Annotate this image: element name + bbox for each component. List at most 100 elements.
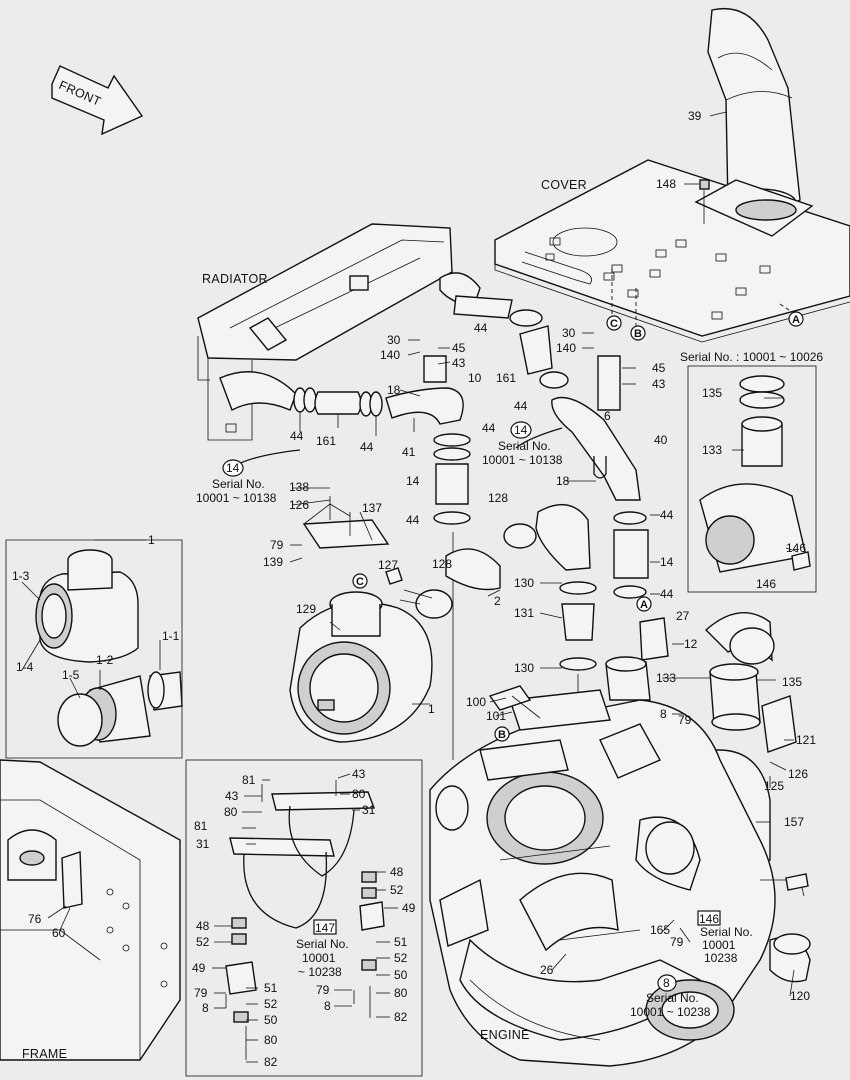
svg-text:44: 44 xyxy=(290,429,304,443)
svg-text:44: 44 xyxy=(660,508,674,522)
intake-pipe-right xyxy=(423,295,649,599)
svg-text:101: 101 xyxy=(486,709,506,723)
engine-block xyxy=(429,685,811,1067)
svg-text:125: 125 xyxy=(764,779,784,793)
svg-text:52: 52 xyxy=(390,883,404,897)
svg-text:137: 137 xyxy=(362,501,382,515)
svg-text:127: 127 xyxy=(378,558,398,572)
svg-text:8: 8 xyxy=(663,976,670,990)
exhaust-stack: 39 148 xyxy=(656,8,814,237)
svg-text:18: 18 xyxy=(387,383,401,397)
svg-text:44: 44 xyxy=(360,440,374,454)
svg-text:138: 138 xyxy=(289,480,309,494)
svg-text:27: 27 xyxy=(676,609,690,623)
svg-text:2: 2 xyxy=(494,594,501,608)
svg-text:48: 48 xyxy=(390,865,404,879)
svg-text:128: 128 xyxy=(432,557,452,571)
svg-text:C: C xyxy=(610,318,618,330)
svg-text:81: 81 xyxy=(194,819,208,833)
svg-text:146: 146 xyxy=(699,912,719,926)
svg-text:10001 ~ 10238: 10001 ~ 10238 xyxy=(630,1005,711,1019)
svg-text:79: 79 xyxy=(316,983,330,997)
svg-text:26: 26 xyxy=(540,963,554,977)
svg-text:Serial No.: Serial No. xyxy=(296,937,349,951)
svg-text:133: 133 xyxy=(702,443,722,457)
radiator-label: RADIATOR xyxy=(202,272,268,286)
svg-text:A: A xyxy=(792,314,800,326)
svg-text:79: 79 xyxy=(678,713,692,727)
serial-ref-badges: 14 Serial No. 10001 ~ 10138 14 Serial No… xyxy=(196,350,823,1019)
svg-text:129: 129 xyxy=(296,602,316,616)
svg-text:45: 45 xyxy=(652,361,666,375)
svg-text:1: 1 xyxy=(148,533,155,547)
svg-text:10001: 10001 xyxy=(302,951,336,965)
svg-text:49: 49 xyxy=(192,961,206,975)
svg-text:146: 146 xyxy=(786,541,806,555)
svg-text:30: 30 xyxy=(387,333,401,347)
svg-text:A: A xyxy=(640,599,648,611)
svg-text:52: 52 xyxy=(264,997,278,1011)
svg-text:139: 139 xyxy=(263,555,283,569)
front-arrow: FRONT xyxy=(51,65,144,136)
svg-text:1-5: 1-5 xyxy=(62,668,80,682)
svg-text:43: 43 xyxy=(352,767,366,781)
svg-text:133: 133 xyxy=(656,671,676,685)
svg-text:51: 51 xyxy=(394,935,408,949)
svg-text:130: 130 xyxy=(514,661,534,675)
svg-text:161: 161 xyxy=(316,434,336,448)
svg-text:31: 31 xyxy=(362,803,376,817)
svg-text:50: 50 xyxy=(394,968,408,982)
svg-text:135: 135 xyxy=(782,675,802,689)
svg-text:147: 147 xyxy=(315,921,335,935)
svg-text:10001: 10001 xyxy=(702,938,736,952)
svg-text:1-3: 1-3 xyxy=(12,569,30,583)
svg-text:1-1: 1-1 xyxy=(162,629,180,643)
svg-text:B: B xyxy=(634,328,642,340)
svg-text:130: 130 xyxy=(514,576,534,590)
frame-label: FRAME xyxy=(22,1047,67,1061)
svg-text:44: 44 xyxy=(514,399,528,413)
svg-text:126: 126 xyxy=(289,498,309,512)
svg-text:1: 1 xyxy=(428,702,435,716)
svg-text:6: 6 xyxy=(604,409,611,423)
svg-text:79: 79 xyxy=(194,986,208,1000)
svg-text:14: 14 xyxy=(514,423,528,437)
svg-text:1-2: 1-2 xyxy=(96,653,114,667)
intake-pipe-left xyxy=(227,387,471,760)
svg-text:44: 44 xyxy=(406,513,420,527)
svg-text:12: 12 xyxy=(684,637,698,651)
svg-text:82: 82 xyxy=(264,1055,278,1069)
svg-text:B: B xyxy=(498,729,506,741)
svg-text:1-4: 1-4 xyxy=(16,660,34,674)
svg-text:C: C xyxy=(356,576,364,588)
svg-text:40: 40 xyxy=(654,433,668,447)
svg-text:80: 80 xyxy=(264,1033,278,1047)
svg-text:165: 165 xyxy=(650,923,670,937)
svg-text:43: 43 xyxy=(225,789,239,803)
svg-text:82: 82 xyxy=(394,1010,408,1024)
svg-text:10: 10 xyxy=(468,371,482,385)
svg-text:157: 157 xyxy=(784,815,804,829)
svg-text:49: 49 xyxy=(402,901,416,915)
svg-text:30: 30 xyxy=(562,326,576,340)
svg-text:128: 128 xyxy=(488,491,508,505)
svg-text:39: 39 xyxy=(688,109,702,123)
svg-text:14: 14 xyxy=(226,461,240,475)
svg-text:10001 ~ 10138: 10001 ~ 10138 xyxy=(196,491,277,505)
svg-text:Serial No.: Serial No. xyxy=(700,925,753,939)
svg-text:44: 44 xyxy=(474,321,488,335)
svg-text:121: 121 xyxy=(796,733,816,747)
svg-text:100: 100 xyxy=(466,695,486,709)
svg-text:8: 8 xyxy=(324,999,331,1013)
svg-text:81: 81 xyxy=(242,773,256,787)
svg-text:120: 120 xyxy=(790,989,810,1003)
svg-text:Serial No.: Serial No. xyxy=(212,477,265,491)
svg-text:51: 51 xyxy=(264,981,278,995)
svg-text:31: 31 xyxy=(196,837,210,851)
svg-text:148: 148 xyxy=(656,177,676,191)
engine-label: ENGINE xyxy=(480,1028,530,1042)
svg-text:44: 44 xyxy=(660,587,674,601)
svg-text:80: 80 xyxy=(352,787,366,801)
svg-text:135: 135 xyxy=(702,386,722,400)
leader-lines xyxy=(21,332,799,1063)
